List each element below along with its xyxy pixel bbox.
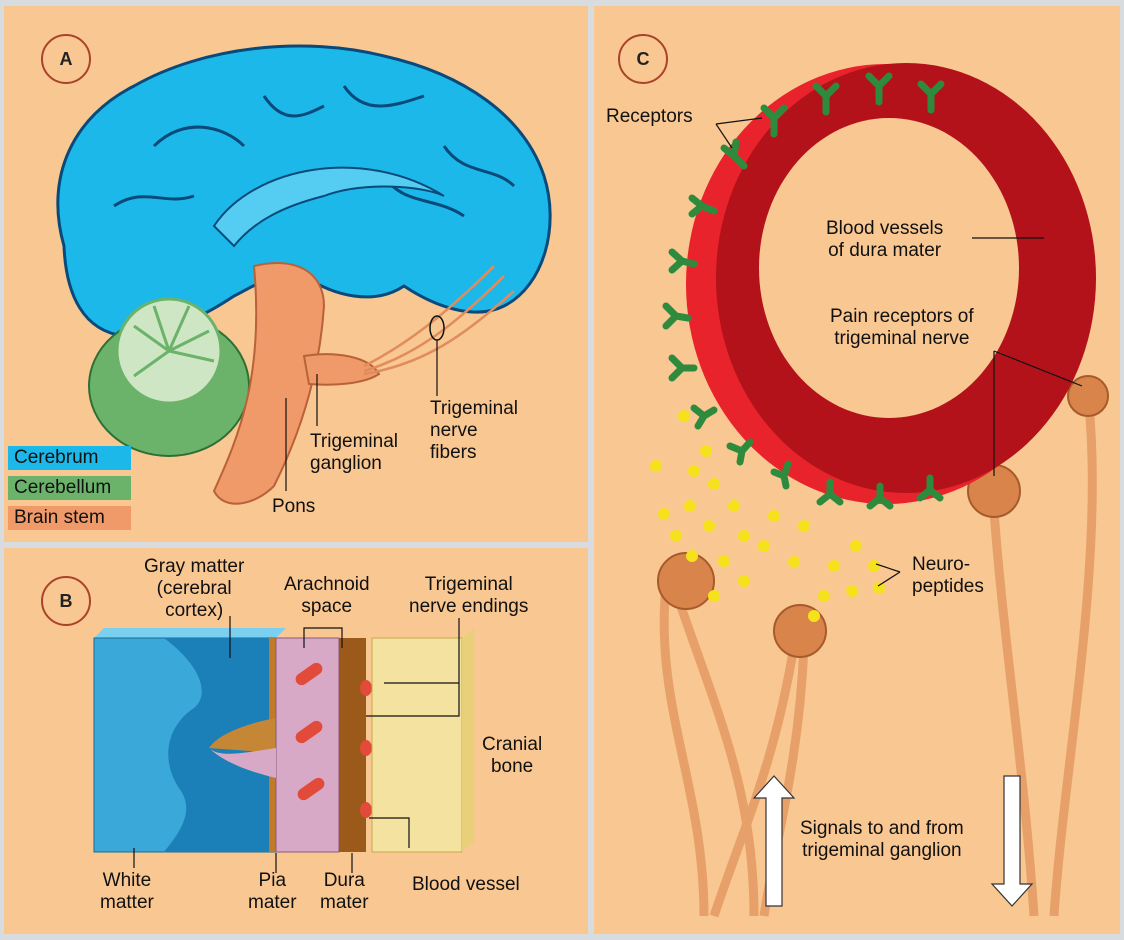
pain-receptor-3 [658, 553, 714, 609]
label-trigeminal-nerve-fibers: Trigeminal nerve fibers [430, 398, 518, 464]
label-blood-vessels: Blood vessels of dura mater [826, 218, 943, 262]
panel-b: B Gray matter (cerebral cortex) Arachnoi… [4, 548, 588, 934]
label-trigeminal-ganglion: Trigeminal ganglion [310, 431, 398, 475]
label-white-matter: White matter [100, 870, 154, 914]
arrow-up [754, 776, 794, 906]
pain-receptor-2 [1068, 376, 1108, 416]
label-cranial-bone: Cranial bone [482, 734, 542, 778]
label-trigeminal-nerve-endings: Trigeminal nerve endings [409, 574, 528, 618]
label-blood-vessel: Blood vessel [412, 874, 520, 896]
badge-b: B [41, 576, 91, 626]
label-arachnoid-space: Arachnoid space [284, 574, 370, 618]
legend-brain-stem: Brain stem [8, 506, 131, 530]
legend-cerebrum: Cerebrum [8, 446, 131, 470]
vessel-illustration [594, 6, 1120, 934]
label-neuropeptides: Neuro- peptides [912, 554, 984, 598]
label-gray-matter: Gray matter (cerebral cortex) [144, 556, 244, 622]
label-pons: Pons [272, 496, 315, 518]
panel-a: A Trigeminal nerve fibers Trigeminal gan… [4, 6, 588, 542]
badge-c: C [618, 34, 668, 84]
label-receptors: Receptors [606, 106, 693, 128]
badge-a: A [41, 34, 91, 84]
label-dura-mater: Dura mater [320, 870, 369, 914]
legend-cerebellum: Cerebellum [8, 476, 131, 500]
cranial-bone-block [372, 638, 462, 852]
label-signals: Signals to and from trigeminal ganglion [800, 818, 964, 862]
panel-c: C Receptors Blood vessels of dura mater … [594, 6, 1120, 934]
label-pain-receptors: Pain receptors of trigeminal nerve [830, 306, 974, 350]
label-pia-mater: Pia mater [248, 870, 297, 914]
